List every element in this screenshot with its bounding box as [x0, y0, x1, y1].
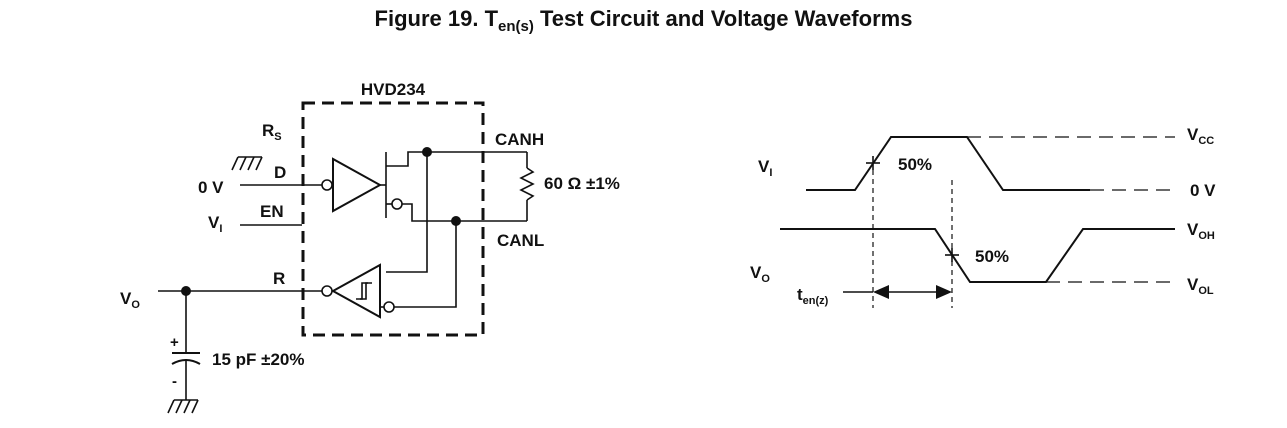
- resistor-icon: [519, 152, 535, 221]
- receiver-canl-input: [394, 221, 457, 308]
- resistor-label: 60 Ω ±1%: [544, 174, 620, 193]
- driver-canl-path: [402, 203, 456, 222]
- title-suffix: Test Circuit and Voltage Waveforms: [533, 6, 913, 31]
- vi-input-label: VI: [208, 213, 222, 235]
- receiver-inverting-bubble: [383, 301, 395, 313]
- d-inverter-bubble: [321, 179, 333, 191]
- vo-waveform: [780, 228, 1175, 283]
- hysteresis-icon-2: [356, 282, 368, 300]
- vi-50pct-label: 50%: [898, 155, 932, 174]
- vo-label: VO: [120, 289, 140, 311]
- d-label: D: [274, 163, 286, 182]
- driver-canh-path: [386, 151, 427, 167]
- ten-label: ten(z): [797, 285, 829, 307]
- title-prefix: Figure 19. T: [374, 6, 499, 31]
- test-circuit: HVD234 RS D 0 V EN VI CANH: [120, 80, 620, 414]
- cap-minus: -: [172, 373, 177, 390]
- voh-label: VOH: [1187, 220, 1215, 242]
- receiver-canh-input: [386, 152, 428, 273]
- vcc-label: VCC: [1187, 125, 1214, 147]
- driver-buffer-icon: [332, 157, 383, 213]
- receiver-buffer-icon: [330, 263, 381, 319]
- receiver-output-bubble: [321, 285, 333, 297]
- chip-label: HVD234: [361, 80, 426, 99]
- vi-waveform: [806, 136, 1090, 191]
- zero-v-wave-label: 0 V: [1190, 181, 1216, 200]
- vo-50pct-label: 50%: [975, 247, 1009, 266]
- title-subscript: en(s): [498, 18, 534, 35]
- canh-label: CANH: [495, 130, 544, 149]
- cap-plus: +: [170, 334, 179, 351]
- driver-canl-bubble: [391, 198, 403, 210]
- rs-ground-icon: [231, 156, 263, 171]
- vol-label: VOL: [1187, 275, 1214, 297]
- canl-label: CANL: [497, 231, 544, 250]
- rs-label: RS: [262, 121, 282, 143]
- en-label: EN: [260, 202, 284, 221]
- figure-title: Figure 19. Ten(s) Test Circuit and Volta…: [0, 6, 1287, 35]
- zero-v-label: 0 V: [198, 178, 224, 197]
- ten-dimension-arrow: [843, 285, 952, 299]
- vi-wave-label: VI: [758, 157, 772, 179]
- cap-ground-icon: [167, 399, 199, 414]
- chip-outline: [301, 101, 485, 337]
- vo-wave-label: VO: [750, 263, 770, 285]
- capacitor-label: 15 pF ±20%: [212, 350, 304, 369]
- voltage-waveforms: VI VCC 0 V 50% VO VOH VOL 50% ten(z): [750, 125, 1216, 308]
- hysteresis-icon: [360, 282, 372, 300]
- r-label: R: [273, 269, 285, 288]
- vi-50pct-marker: [866, 156, 880, 170]
